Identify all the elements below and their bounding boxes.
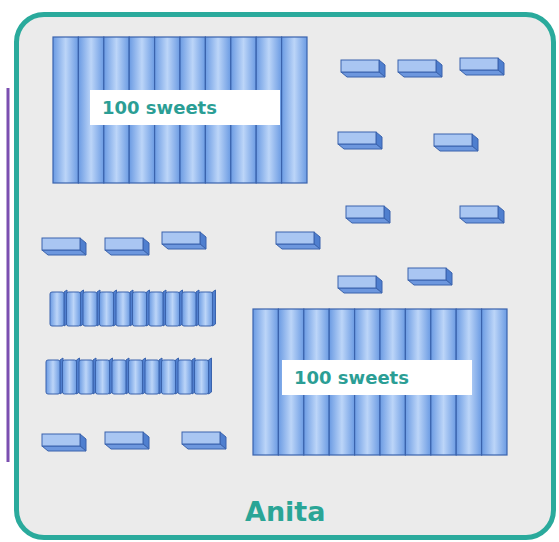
hundred-block: 100 sweets (252, 308, 508, 456)
region-ground (16, 14, 554, 538)
hundred-block: 100 sweets (52, 36, 308, 184)
block-label: 100 sweets (282, 360, 472, 395)
child-name: Anita (245, 496, 326, 527)
block-label: 100 sweets (90, 90, 280, 125)
single-sweets (46, 290, 216, 394)
neighbour-border (7, 88, 10, 462)
child-region: Anita 100 sweets 100 sweets (14, 12, 556, 540)
